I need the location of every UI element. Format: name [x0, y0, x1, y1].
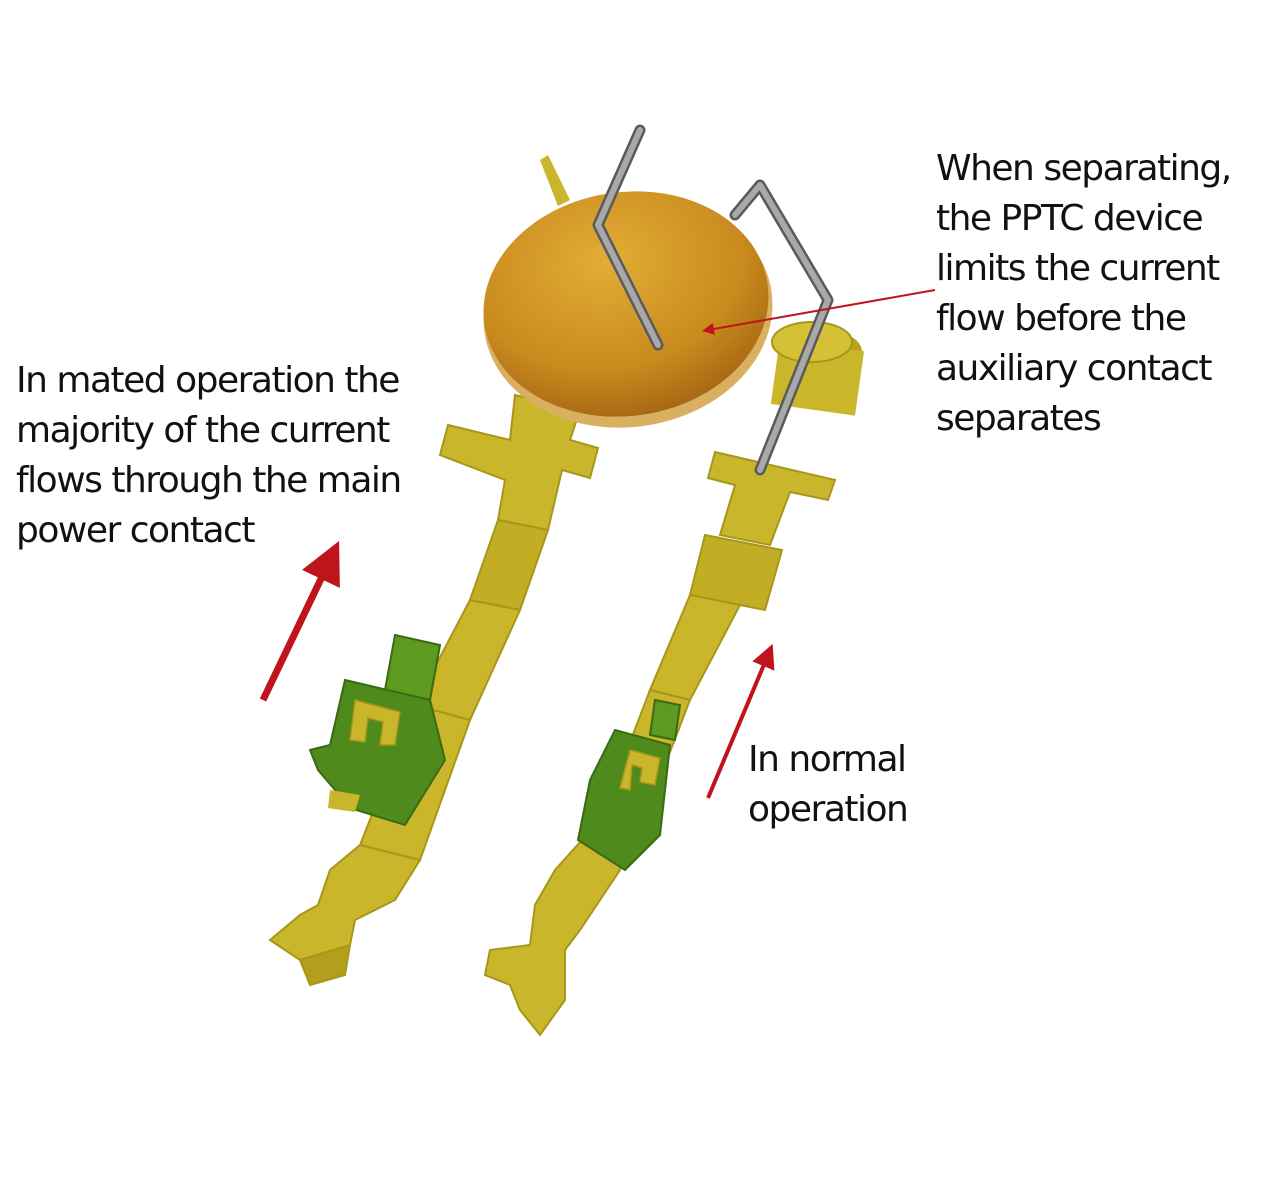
disc-tab	[540, 155, 570, 206]
main-power-contact	[268, 393, 600, 987]
current-arrows	[259, 289, 936, 799]
pptc-leads	[592, 124, 834, 476]
main-contact-annotation: In mated operation the majority of the c…	[16, 360, 402, 551]
pptc-annotation: When separating, the PPTC device limits …	[936, 148, 1232, 439]
pptc-disc	[483, 191, 773, 428]
normal-operation-annotation: In normal operation	[748, 739, 909, 830]
main-current-arrow	[259, 541, 340, 702]
auxiliary-crimp-barrel	[576, 698, 682, 872]
main-crimp-barrel	[308, 633, 447, 827]
normal-current-arrow	[706, 643, 775, 799]
pptc-pointer-arrow	[702, 289, 936, 335]
